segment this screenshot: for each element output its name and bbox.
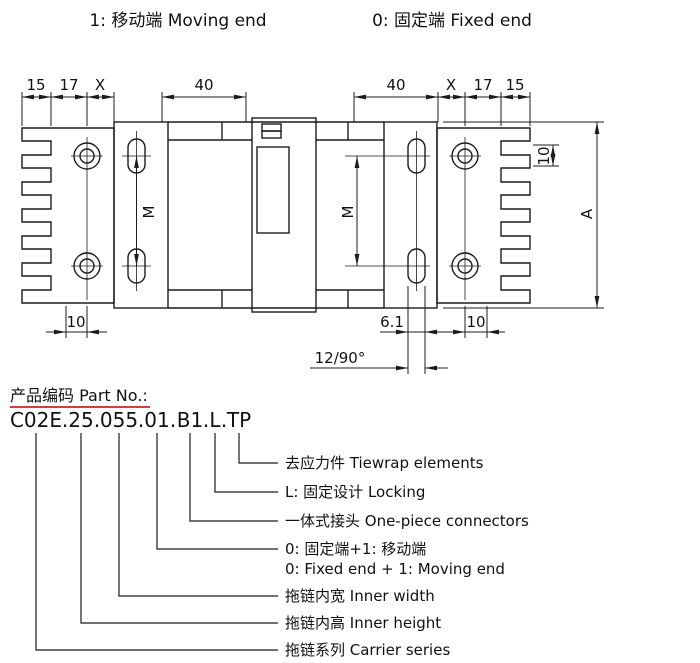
part-number-tree-labels: 去应力件 Tiewrap elements L: 固定设计 Locking 一体… <box>285 454 529 659</box>
dim-17-left: 17 <box>59 76 78 94</box>
part-no-dot: . <box>221 408 227 432</box>
part-no-segment-ends: 01 <box>144 408 169 432</box>
dim-bottom-right-group: 6.1 10 12/90° <box>310 286 505 374</box>
dim-12-90: 12/90° <box>315 349 366 367</box>
part-no-heading: 产品编码 Part No.: <box>10 386 148 405</box>
dim-10-vertical-right-group: 10 <box>533 144 559 167</box>
dim-m-right: M <box>339 206 357 219</box>
part-no-segment-tiewrap: TP <box>226 408 251 432</box>
breakdown-label-connectors: 一体式接头 One-piece connectors <box>285 512 529 530</box>
dim-m-right-group: M <box>339 155 430 267</box>
left-end-bracket <box>21 127 115 304</box>
dim-17-right: 17 <box>473 76 492 94</box>
dim-15-right: 15 <box>505 76 524 94</box>
right-mounting-plate <box>383 121 438 309</box>
breakdown-label-ends-cn: 0: 固定端+1: 移动端 <box>285 540 426 558</box>
chain-link-section <box>168 117 384 313</box>
right-end-bracket <box>436 127 531 304</box>
dim-10-bottom-left-group: 10 <box>46 306 107 338</box>
dim-40-left: 40 <box>194 76 213 94</box>
part-no-segment-height: 25 <box>68 408 93 432</box>
part-no-dot: . <box>62 408 68 432</box>
breakdown-label-tiewrap: 去应力件 Tiewrap elements <box>285 454 484 472</box>
breakdown-label-inner-width: 拖链内宽 Inner width <box>285 587 435 605</box>
dim-6-1: 6.1 <box>380 313 404 331</box>
dim-10-bottom-left: 10 <box>66 313 85 331</box>
left-plate-outline <box>113 121 169 309</box>
breakdown-label-locking: L: 固定设计 Locking <box>285 483 425 501</box>
center-link-clip-lower <box>261 130 282 139</box>
part-no-segment-width: 055 <box>100 408 138 432</box>
fixed-end-label: 0: 固定端 Fixed end <box>372 11 532 31</box>
breakdown-label-ends-en: 0: Fixed end + 1: Moving end <box>285 560 505 578</box>
part-no-segment-connectors: B1 <box>177 408 203 432</box>
part-no-segment-series: C02E <box>10 408 62 432</box>
dim-a: A <box>578 208 596 219</box>
dimension-annotations: 15 17 X 40 40 X 17 15 M M 10 <box>21 76 604 374</box>
dim-m-left: M <box>140 206 158 219</box>
part-no-dot: . <box>138 408 144 432</box>
part-no-dot: . <box>94 408 100 432</box>
center-link-opening <box>256 146 290 234</box>
dim-x-left: X <box>95 76 105 94</box>
dim-10-bottom-right: 10 <box>466 313 485 331</box>
dim-a-group: A <box>443 121 604 309</box>
part-no-segment-locking: L <box>209 408 221 432</box>
part-no-dot: . <box>170 408 176 432</box>
part-number-section: 产品编码 Part No.: C02E . 25 . 055 . 01 . B1… <box>10 386 529 659</box>
dim-x-right: X <box>446 76 456 94</box>
dim-m-left-group: M <box>134 156 158 266</box>
center-link-frame <box>251 117 317 313</box>
breakdown-label-series: 拖链系列 Carrier series <box>285 641 450 659</box>
left-bracket-comb-outline <box>21 127 115 304</box>
moving-end-label: 1: 移动端 Moving end <box>89 11 266 31</box>
center-link-clip-upper <box>261 123 282 132</box>
right-bracket-comb-outline <box>436 127 531 304</box>
breakdown-label-inner-height: 拖链内高 Inner height <box>285 614 441 632</box>
dim-10-vertical-right: 10 <box>535 146 553 165</box>
dim-15-left: 15 <box>26 76 45 94</box>
part-number-tree-lines <box>35 433 278 651</box>
part-number-value: C02E . 25 . 055 . 01 . B1 . L . TP <box>10 408 251 432</box>
part-no-dot: . <box>203 408 209 432</box>
dim-40-right: 40 <box>386 76 405 94</box>
